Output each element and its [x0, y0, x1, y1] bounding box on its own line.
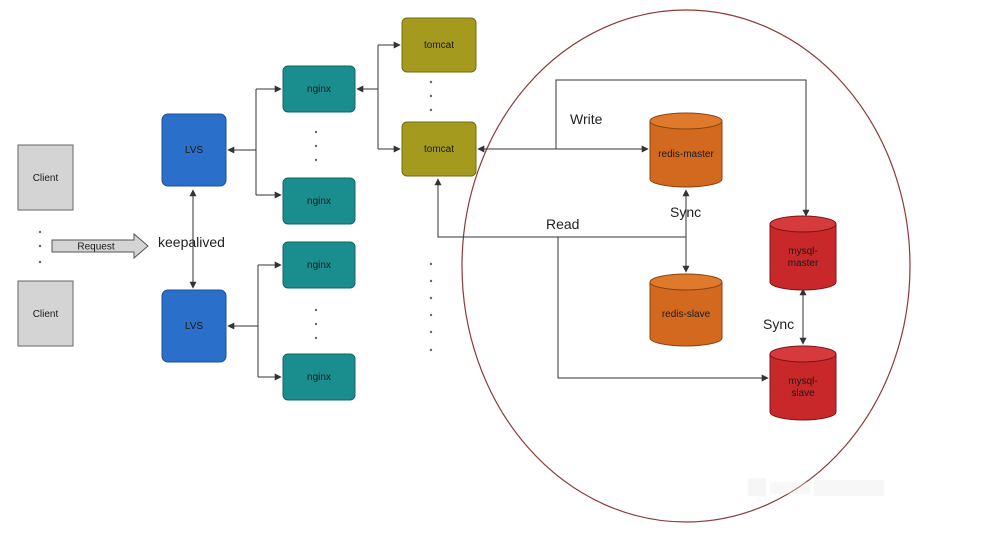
lvs-label: LVS — [185, 145, 203, 156]
nginx-label: nginx — [307, 260, 331, 271]
client-label: Client — [33, 173, 59, 184]
client-label: Client — [33, 309, 59, 320]
nginx-node: nginx — [282, 241, 356, 289]
edge-write-mysql-master — [555, 79, 810, 217]
connectors — [189, 41, 810, 382]
request-label: Request — [77, 242, 114, 253]
mysql-master-label-line: master — [788, 258, 819, 269]
keepalived-label: keepalived — [158, 234, 225, 250]
nginx-node: nginx — [282, 353, 356, 401]
edge-read-tomcat — [434, 178, 686, 238]
redis-master-label: redis-master — [658, 149, 714, 160]
client-node: Client — [17, 280, 74, 347]
client-node: Client — [17, 144, 74, 211]
mysql-sync-label: Sync — [763, 316, 794, 332]
redis-master-node: redis-master — [649, 112, 723, 188]
edge-read-mysql-slave — [557, 237, 769, 382]
lvs-node: LVS — [161, 113, 227, 187]
tomcat-node: tomcat — [401, 121, 477, 177]
lvs-node: LVS — [161, 289, 227, 363]
nginx-node: nginx — [282, 177, 356, 225]
tomcat-label: tomcat — [424, 144, 454, 155]
tomcat-label: tomcat — [424, 40, 454, 51]
request-arrow: Request — [51, 232, 149, 260]
mysql-slave-label-line: mysql- — [788, 376, 817, 387]
redis-sync-label: Sync — [670, 204, 701, 220]
redis-slave-label: redis-slave — [662, 309, 711, 320]
mysql-master-label-line: mysql- — [788, 246, 817, 257]
client-ellipsis — [38, 230, 42, 264]
watermark-blur — [748, 478, 884, 496]
nginx-node: nginx — [282, 65, 356, 113]
read-label: Read — [546, 216, 579, 232]
nginx-ellipsis — [314, 130, 318, 340]
nginx-label: nginx — [307, 372, 331, 383]
nginx-label: nginx — [307, 196, 331, 207]
write-label: Write — [570, 111, 603, 127]
data-tier-boundary — [461, 9, 911, 523]
lvs-label: LVS — [185, 321, 203, 332]
mysql-slave-node: mysql- slave — [769, 345, 837, 421]
redis-slave-node: redis-slave — [649, 273, 723, 347]
mysql-slave-label-line: slave — [791, 388, 815, 399]
tomcat-node: tomcat — [401, 17, 477, 73]
mysql-master-node: mysql- master — [769, 215, 837, 291]
tomcat-ellipsis — [429, 80, 433, 352]
nginx-label: nginx — [307, 84, 331, 95]
